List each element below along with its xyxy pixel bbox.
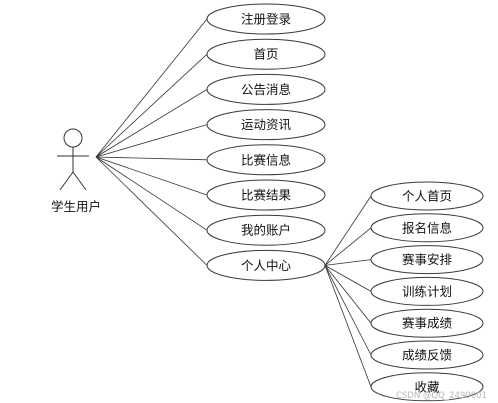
use-case-home: 首页 [206, 38, 326, 70]
association-line-competition-results [95, 156, 208, 196]
use-case-label: 个人首页 [402, 189, 452, 204]
use-case-registration-info: 报名信息 [370, 213, 484, 243]
use-case-ellipse [206, 249, 326, 281]
association-line-favorites [324, 265, 372, 387]
use-case-label: 赛事安排 [402, 252, 453, 267]
association-line-training-plan [324, 265, 372, 292]
use-case-ellipse [370, 372, 484, 402]
association-lines [95, 18, 372, 387]
actor-name: 学生用户 [51, 199, 101, 214]
association-line-sports-news [95, 124, 208, 158]
use-case-ellipse [206, 73, 326, 105]
use-case-competition-results: 比赛结果 [206, 179, 326, 211]
use-case-label: 赛事成绩 [402, 316, 453, 331]
association-line-announcements [95, 89, 208, 158]
use-case-ellipse [206, 3, 326, 35]
use-case-ellipse [370, 308, 484, 338]
use-case-my-account: 我的账户 [206, 214, 326, 246]
use-case-ellipse [370, 245, 484, 275]
use-case-label: 我的账户 [241, 223, 291, 238]
use-case-ellipse [206, 214, 326, 246]
use-case-label: 报名信息 [402, 220, 452, 235]
association-line-competition-info [95, 156, 208, 161]
use-case-ellipse [206, 38, 326, 70]
use-case-favorites: 收藏 [370, 372, 484, 402]
use-case-label: 首页 [253, 47, 278, 62]
actor: 学生用户 [51, 128, 101, 214]
use-case-label: 收藏 [414, 379, 440, 394]
actor-left-leg [59, 171, 74, 191]
use-case-ellipse [206, 109, 326, 141]
use-case-label: 成绩反馈 [402, 348, 452, 363]
use-case-label: 比赛结果 [241, 188, 292, 203]
use-case-sports-news: 运动资讯 [206, 109, 326, 141]
use-case-ellipse [370, 340, 484, 370]
association-line-register-login [95, 18, 208, 158]
association-line-score-feedback [324, 265, 372, 356]
use-case-ellipse [206, 179, 326, 211]
use-case-announcements: 公告消息 [206, 73, 326, 105]
use-case-ellipse [370, 276, 484, 306]
association-line-my-account [95, 156, 208, 231]
association-line-match-schedule [324, 259, 372, 266]
use-case-label: 注册登录 [241, 12, 291, 27]
use-case-label: 训练计划 [402, 284, 452, 299]
association-line-personal-center [95, 156, 208, 266]
use-case-label: 运动资讯 [241, 117, 292, 132]
use-case-ellipse [370, 181, 484, 211]
use-case-register-login: 注册登录 [206, 3, 326, 35]
use-case-score-feedback: 成绩反馈 [370, 340, 484, 370]
use-case-ellipse [370, 213, 484, 243]
use-case-match-schedule: 赛事安排 [370, 245, 484, 275]
use-case-ellipse [206, 144, 326, 176]
use-case-label: 比赛信息 [241, 152, 291, 167]
association-line-match-scores [324, 265, 372, 324]
use-case-personal-center: 个人中心 [206, 249, 326, 281]
watermark-text: CSDN @QQ_2490001 [396, 391, 487, 401]
use-case-match-scores: 赛事成绩 [370, 308, 484, 338]
actor-head [63, 128, 83, 148]
use-case-label: 个人中心 [241, 258, 292, 273]
use-case-label: 公告消息 [241, 82, 291, 97]
use-case-personal-home: 个人首页 [370, 181, 484, 211]
association-line-registration-info [324, 227, 372, 266]
association-line-home [95, 53, 208, 158]
association-line-personal-home [324, 195, 372, 266]
actor-right-leg [72, 171, 87, 191]
use-case-training-plan: 训练计划 [370, 276, 484, 306]
use-case-competition-info: 比赛信息 [206, 144, 326, 176]
